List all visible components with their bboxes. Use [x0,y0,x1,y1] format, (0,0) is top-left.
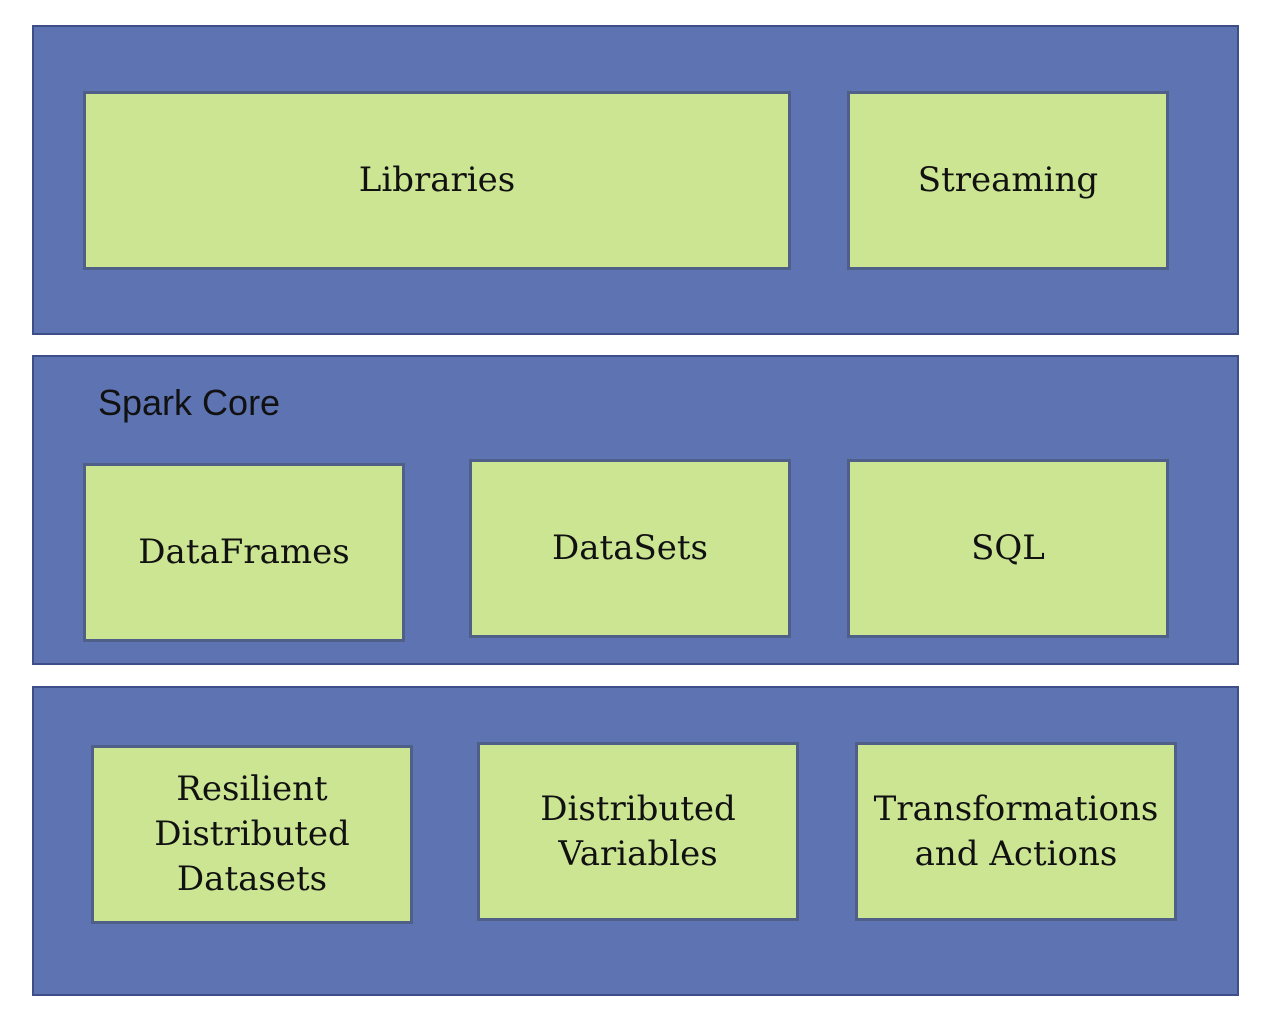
box-streaming-label: Streaming [917,160,1099,200]
box-distributed-variables-label: Distributed Variables [540,788,736,874]
box-datasets: DataSets [469,459,791,638]
box-resilient-distributed-datasets: Resilient Distributed Datasets [91,745,413,924]
box-libraries: Libraries [83,91,791,270]
layer-spark-core-title: Spark Core [98,382,281,423]
box-streaming: Streaming [847,91,1169,270]
box-dataframes-label: DataFrames [138,532,350,572]
box-sql-label: SQL [971,528,1045,568]
box-transformations-and-actions: Transformations and Actions [855,742,1177,921]
box-transformations-and-actions-label: Transformations and Actions [873,788,1159,874]
box-datasets-label: DataSets [552,528,708,568]
box-resilient-distributed-datasets-label: Resilient Distributed Datasets [154,769,350,899]
box-libraries-label: Libraries [358,160,516,200]
box-dataframes: DataFrames [83,463,405,642]
box-distributed-variables: Distributed Variables [477,742,799,921]
box-sql: SQL [847,459,1169,638]
